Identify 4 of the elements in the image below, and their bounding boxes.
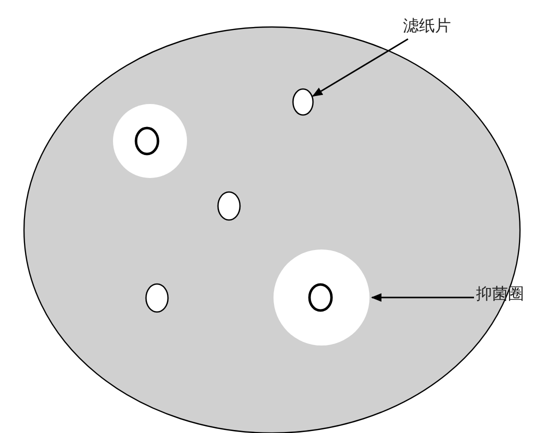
callout-label: 抑菌圈 (476, 285, 526, 305)
callout-label: 滤纸片 (403, 17, 453, 37)
leader-line (312, 38, 408, 97)
leader-line (370, 293, 474, 302)
